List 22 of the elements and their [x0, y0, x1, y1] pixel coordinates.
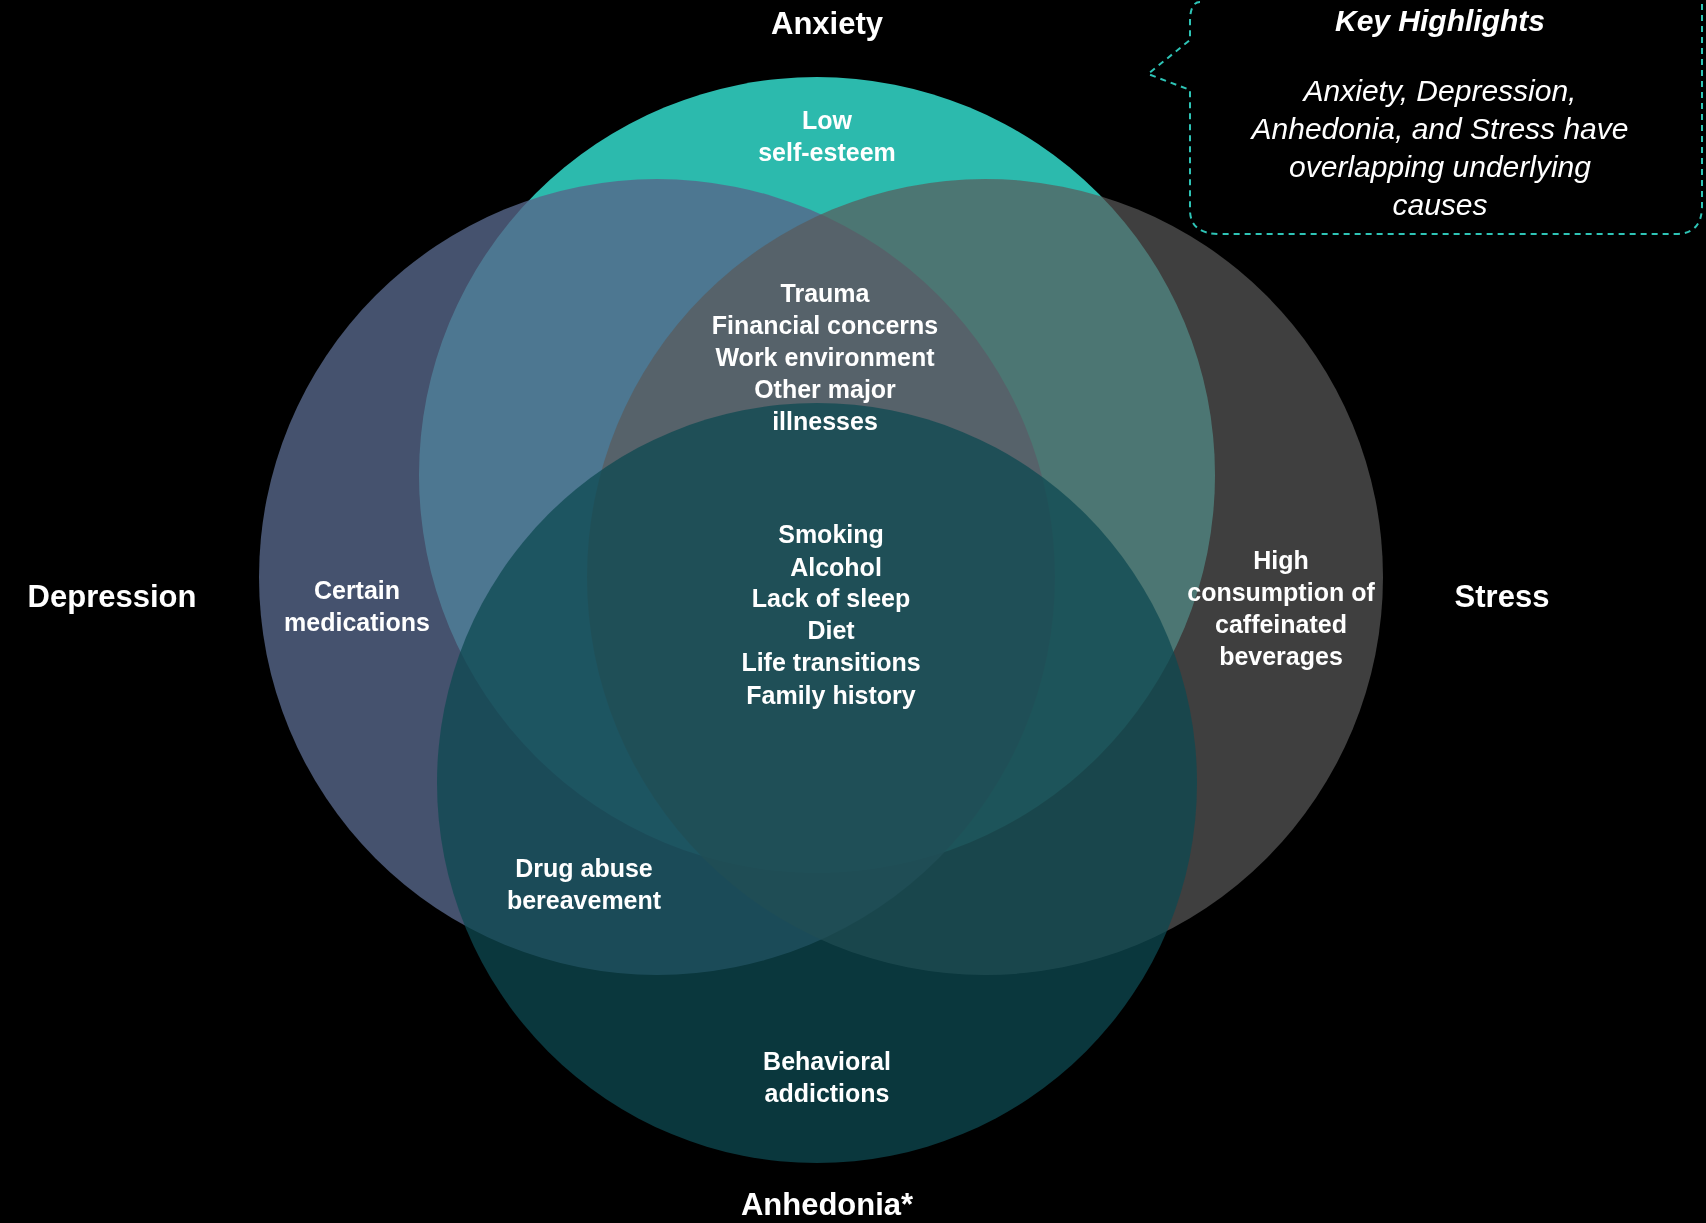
- region-label: Alcohol: [790, 552, 882, 583]
- region-label: Family history: [746, 680, 916, 711]
- region-label: Drug abuse: [515, 853, 653, 884]
- region-label: Behavioral addictions: [762, 1046, 892, 1109]
- circle-heading: Anhedonia*: [740, 1187, 914, 1223]
- region-label: bereavement: [506, 885, 662, 916]
- region-label: Lack of sleep: [751, 583, 911, 614]
- region-label: Work environment: [715, 342, 935, 373]
- region-label: Smoking: [778, 519, 884, 550]
- circle-heading: Stress: [1454, 579, 1550, 615]
- region-label: Certain medications: [283, 575, 431, 638]
- region-label: Trauma: [780, 278, 870, 309]
- region-label: Other major illnesses: [753, 374, 897, 437]
- callout-heading: Key Highlights: [1334, 3, 1546, 39]
- region-label: High consumption of caffeinated beverages: [1186, 545, 1376, 672]
- callout-text: Anxiety, Depression, Anhedonia, and Stress have overlapping underlying causes: [1249, 73, 1630, 223]
- circle-heading: Depression: [27, 579, 197, 615]
- region-label: Low self-esteem: [757, 105, 897, 168]
- circle-heading: Anxiety: [771, 6, 883, 42]
- region-label: Life transitions: [741, 647, 921, 678]
- region-label: Diet: [807, 615, 855, 646]
- region-label: Financial concerns: [711, 310, 939, 341]
